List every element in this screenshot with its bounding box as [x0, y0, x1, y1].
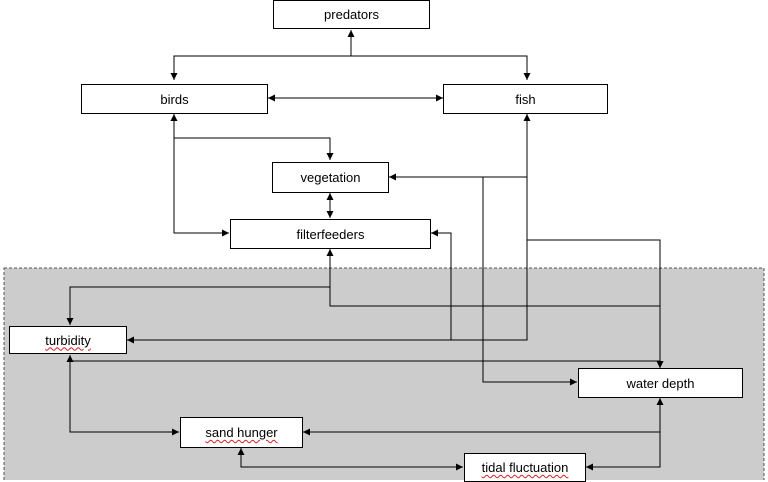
node-water-depth: water depth: [578, 368, 743, 398]
edge-predators-birds-fish: [170, 55, 531, 80]
edge-filterfeeders-turbidity: [431, 229, 452, 340]
node-birds-label: birds: [160, 91, 189, 107]
node-turbidity-label: turbidity: [45, 332, 91, 348]
node-filterfeeders-label: filterfeeders: [296, 226, 365, 242]
edge-fish-waterdepth: [527, 239, 664, 368]
edge-turbidity-waterdepth: [66, 355, 664, 368]
edge-vegetation-waterdepth: [482, 177, 577, 386]
edge-waterdepth-filterfeeders: [326, 249, 660, 307]
node-sand-hunger-label: sand hunger: [205, 425, 278, 440]
node-fish-label: fish: [515, 91, 536, 107]
node-filterfeeders: filterfeeders: [230, 219, 431, 249]
node-tidal-fluctuation-label: tidal fluctuation: [481, 460, 569, 475]
edge-filterfeeders-turbidity-top: [66, 286, 330, 325]
node-tidal-fluctuation: tidal fluctuation: [464, 453, 586, 482]
node-predators-label: predators: [324, 7, 379, 22]
edge-waterdepth-tidal: [586, 432, 661, 471]
node-fish: fish: [443, 84, 608, 114]
node-water-depth-label: water depth: [626, 375, 695, 391]
edge-birds-filterfeeders: [173, 138, 229, 237]
node-predators: predators: [273, 0, 430, 29]
node-turbidity: turbidity: [9, 326, 127, 354]
node-vegetation: vegetation: [272, 162, 389, 193]
node-sand-hunger: sand hunger: [180, 417, 303, 448]
edge-sandhunger-tidal: [237, 448, 463, 471]
node-vegetation-label: vegetation: [300, 170, 361, 185]
edge-fish-trunk: [127, 114, 531, 344]
node-birds: birds: [81, 84, 268, 114]
edge-birds-vegetation: [170, 114, 334, 160]
edge-turbidity-sandhunger: [69, 361, 179, 436]
